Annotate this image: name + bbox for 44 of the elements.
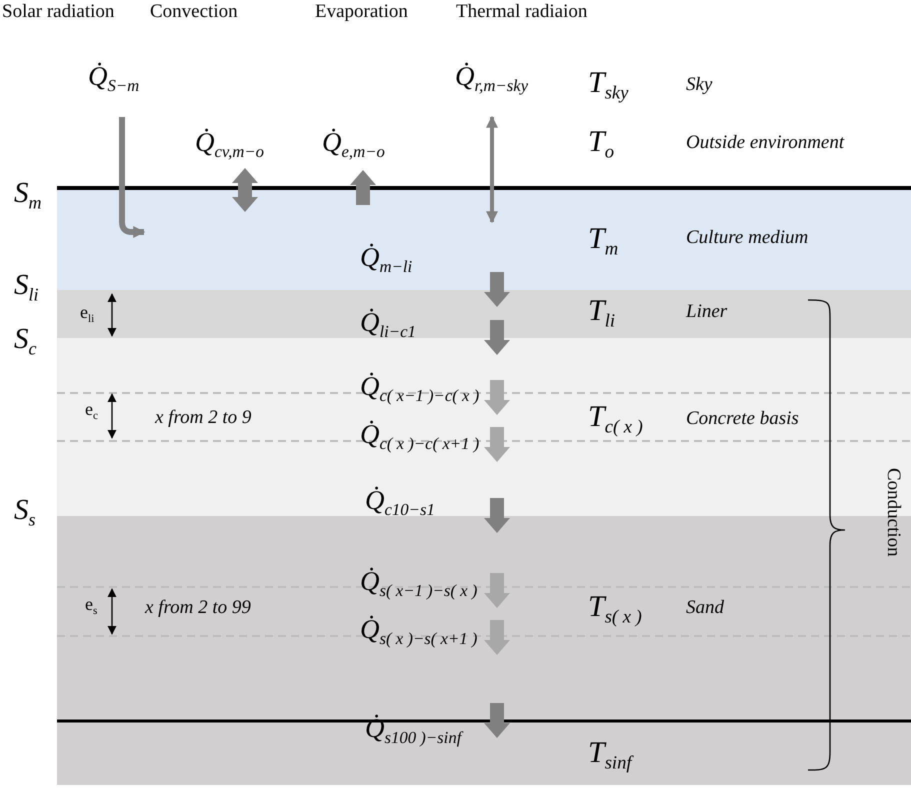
heading-text: Solar radiation (2, 2, 114, 23)
temperature-label: T$_{sky}$ (588, 66, 628, 104)
thickness-label: e$_{li}$ (80, 303, 94, 326)
surface-label: S$_{c}$ (14, 324, 36, 360)
heat-flux-label: Q̇$_{r,m−sky}$ (455, 62, 528, 96)
temperature-label: T$_{s( x )}$ (588, 590, 642, 628)
heat-flux-label: Q̇$_{c( x )−c( x+1 )}$ (360, 420, 480, 454)
layer-band (57, 190, 911, 290)
thickness-label: e$_{c}$ (85, 400, 98, 422)
heat-flux-label: Q̇$_{c10−s1}$ (365, 486, 435, 520)
temperature-label: T$_{m}$ (588, 222, 618, 260)
surface-label: S$_{li}$ (14, 270, 38, 306)
surface-label: S$_{s}$ (14, 495, 36, 530)
layer-name: Liner (686, 302, 728, 323)
heat-flow-arrow (484, 320, 510, 355)
temperature-label: T$_{o}$ (588, 125, 614, 163)
heat-flow-arrow (484, 272, 510, 307)
bracket-label: Conduction (882, 468, 903, 557)
layer-name: Concrete basis (686, 409, 799, 430)
place-name: Outside environment (686, 133, 844, 154)
heat-flux-label: Q̇$_{li−c1}$ (360, 308, 416, 342)
heat-flux-label: Q̇$_{s( x−1 )−s( x )}$ (360, 567, 478, 600)
heading-text: Convection (150, 2, 238, 23)
range-note: x from 2 to 9 (155, 408, 252, 429)
range-note: x from 2 to 99 (145, 598, 251, 619)
heat-flux-label: Q̇$_{e,m−o}$ (322, 128, 385, 162)
heading-text: Evaporation (315, 2, 408, 23)
temperature-label: T$_{sinf}$ (588, 736, 632, 774)
place-name: Sky (686, 75, 712, 96)
surface-label: S$_{m}$ (14, 178, 42, 214)
heat-flow-arrow (484, 703, 510, 738)
layer-band (57, 290, 911, 338)
temperature-label: T$_{li}$ (588, 294, 616, 332)
heading-text: Thermal radiaion (456, 2, 588, 23)
thickness-label: e$_{s}$ (85, 595, 98, 618)
heat-flux-label: Q̇$_{S−m}$ (88, 62, 140, 96)
temperature-label: T$_{c( x )}$ (588, 400, 643, 438)
layer-name: Culture medium (686, 228, 808, 249)
heat-flux-label: Q̇$_{c( x−1 )−c( x )}$ (360, 372, 480, 406)
heat-flux-label: Q̇$_{cv,m−o}$ (195, 128, 264, 162)
heat-flux-label: Q̇$_{m−li}$ (360, 243, 412, 276)
heat-flux-label: Q̇$_{s( x )−s( x+1 )}$ (360, 615, 478, 648)
heat-flow-arrow (484, 498, 510, 533)
layer-name: Sand (686, 598, 724, 619)
